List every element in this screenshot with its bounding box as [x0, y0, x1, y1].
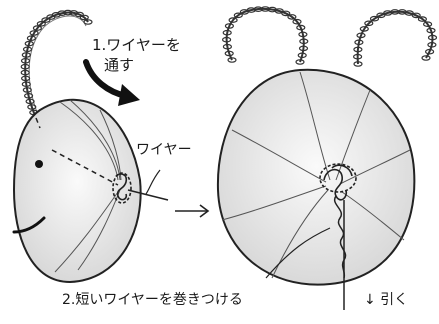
step1-label-line2: 通す: [104, 56, 134, 74]
transition-arrow: [175, 205, 208, 217]
right-wire-coil-right: [358, 12, 433, 64]
left-pad-eye: [35, 160, 43, 168]
left-pad: [14, 100, 141, 282]
step2-label: 2.短いワイヤーを巻きつける: [62, 292, 243, 309]
step1-label-line1: 1.ワイヤーを: [92, 36, 181, 54]
pull-label: ↓ 引く: [364, 292, 408, 309]
wire-label: ワイヤー: [136, 142, 192, 159]
right-coil-rings: [223, 7, 437, 66]
wire-label-leader: [146, 170, 160, 194]
